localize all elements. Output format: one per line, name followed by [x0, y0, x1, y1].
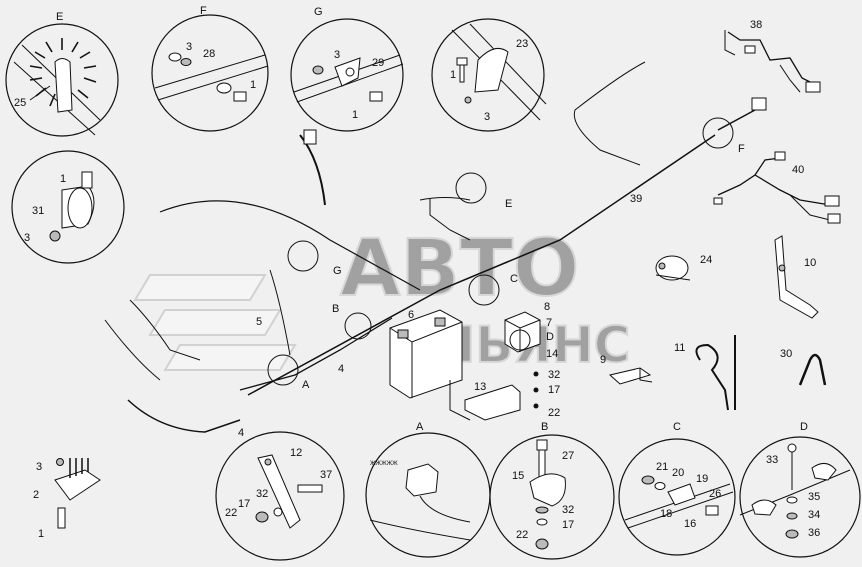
callout: 3: [186, 41, 192, 53]
ref-letter: E: [505, 198, 512, 210]
callout: 3: [334, 49, 340, 61]
callout: 16: [684, 518, 696, 530]
callout: 37: [320, 469, 332, 481]
callout: 26: [709, 488, 721, 500]
fastener-stack: [533, 371, 539, 409]
callout: 21: [656, 461, 668, 473]
callout: 22: [516, 529, 528, 541]
ref-letter: B: [332, 303, 339, 315]
callout: 4: [238, 427, 244, 439]
callout: 4: [338, 363, 344, 375]
callout: 40: [792, 164, 804, 176]
callout: 17: [548, 384, 560, 396]
ref-letter: A: [302, 379, 310, 391]
callout: 22: [225, 507, 237, 519]
callout: 1: [38, 528, 44, 540]
callout: 6: [408, 309, 414, 321]
callout: 30: [780, 348, 792, 360]
ref-letter: D: [546, 331, 554, 343]
callout: 29: [372, 57, 384, 69]
detail-view-c: C 21 20 19 26 18 16: [618, 421, 736, 556]
callout: 17: [562, 519, 574, 531]
detail-view-a: A ЖЖЖЖЖ: [365, 421, 491, 558]
callout: 1: [450, 69, 456, 81]
harness-40: [713, 151, 841, 224]
main-harness: [104, 61, 767, 433]
callout: 15: [512, 470, 524, 482]
callout: 1: [60, 173, 66, 185]
callout: 18: [660, 508, 672, 520]
callout: 28: [203, 48, 215, 60]
detail-view-bracket-12: 12 37 32 17 22: [215, 431, 345, 561]
detail-view-b: B 27 15 32 17 22: [489, 421, 615, 560]
callout: 22: [548, 407, 560, 419]
callout: 39: [630, 193, 642, 205]
callout: 3: [484, 111, 490, 123]
detail-view-g: G 3 29 1: [290, 6, 404, 132]
bracket-10: [774, 235, 819, 319]
callout: 33: [766, 454, 778, 466]
detail-view-clamp-31: 1 31 3: [11, 150, 125, 264]
callout: 38: [750, 19, 762, 31]
callout: 32: [548, 369, 560, 381]
ref-letter: G: [333, 265, 342, 277]
battery: [389, 309, 463, 399]
hook-11: [695, 335, 736, 411]
view-letter-d: D: [800, 421, 808, 433]
watermark-line1: АВТО: [340, 224, 579, 314]
view-letter-e: E: [56, 11, 63, 23]
detail-view-e: E 25: [5, 11, 119, 137]
callout: 27: [562, 450, 574, 462]
callout: 3: [36, 461, 42, 473]
reference-markers: E F G B C D A: [267, 117, 745, 391]
callout: 10: [804, 257, 816, 269]
ref-letter: F: [738, 143, 745, 155]
callout: 1: [250, 79, 256, 91]
view-letter-c: C: [673, 421, 681, 433]
callout: 5: [256, 316, 262, 328]
harness-38: [724, 30, 821, 93]
bracket-13: [449, 380, 521, 421]
callout: 17: [238, 498, 250, 510]
callout: 1: [352, 109, 358, 121]
watermark-logo: [133, 274, 297, 371]
callout: 7: [546, 317, 552, 329]
callout: 14: [546, 348, 558, 360]
connector-label: ЖЖЖЖЖ: [370, 461, 398, 467]
bracket-9: [608, 367, 653, 385]
clip-30: [798, 353, 827, 386]
main-callouts: 38 40 39 24 10 8 7 14 9 11 30 13 32 17 2…: [33, 19, 816, 540]
view-letter-a: A: [416, 421, 424, 433]
callout: 2: [33, 489, 39, 501]
callout: 11: [674, 342, 685, 354]
callout: 31: [32, 205, 44, 217]
clamp-24: [655, 255, 691, 281]
detail-view-d: D 33 35 34 36: [739, 421, 861, 558]
callout: 32: [256, 488, 268, 500]
callout: 20: [672, 467, 684, 479]
callout: 24: [700, 254, 712, 266]
callout: 35: [808, 491, 820, 503]
callout: 3: [24, 232, 30, 244]
callout: 25: [14, 97, 26, 109]
relay-box: [504, 311, 541, 353]
callout: 9: [600, 354, 606, 366]
callout: 12: [290, 447, 302, 459]
callout: 32: [562, 504, 574, 516]
detail-view-f: F 3 28 1: [151, 5, 269, 132]
callout: 19: [696, 473, 708, 485]
view-letter-b: B: [541, 421, 548, 433]
callout: 8: [544, 301, 550, 313]
callout: 23: [516, 38, 528, 50]
callout: 13: [474, 381, 486, 393]
connector-2: [54, 458, 101, 529]
callout: 36: [808, 527, 820, 539]
view-letter-f: F: [200, 5, 207, 17]
ref-letter: C: [510, 273, 518, 285]
callout: 34: [808, 509, 820, 521]
view-letter-g: G: [314, 6, 323, 18]
detail-view-clamp-23: 23 1 3: [431, 18, 547, 132]
